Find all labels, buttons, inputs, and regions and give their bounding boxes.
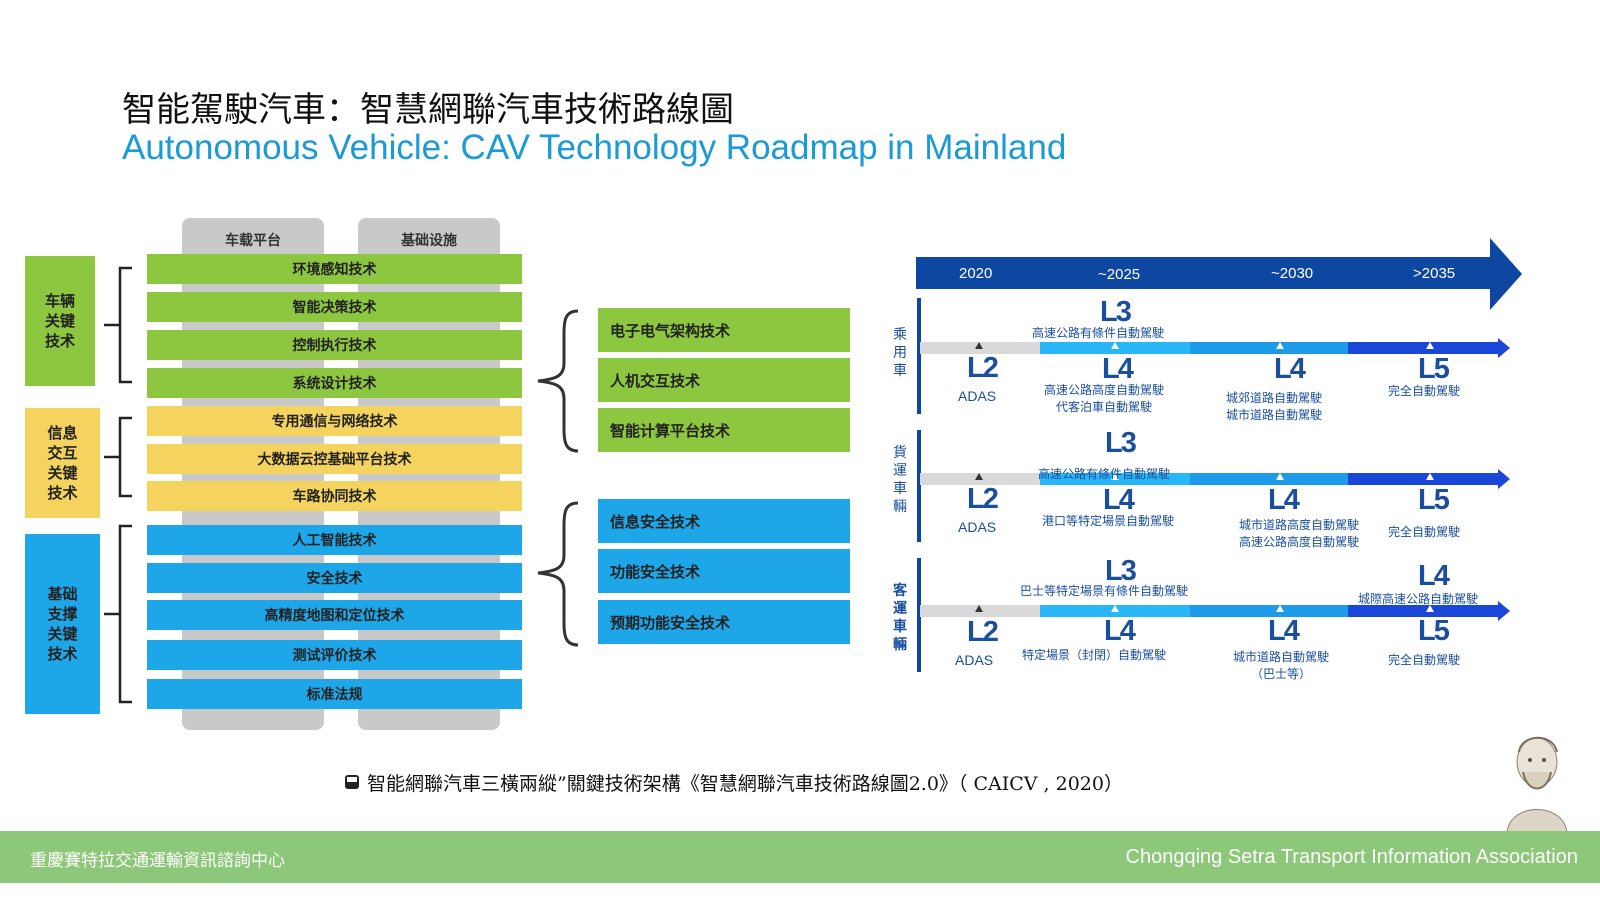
level-l4: L4 <box>1268 615 1300 647</box>
category-brackets <box>104 266 132 704</box>
year-2035: >2035 <box>1413 265 1456 282</box>
year-2020: 2020 <box>959 265 993 282</box>
adas-label: ADAS <box>958 388 997 404</box>
year-2025: ~2025 <box>1098 266 1141 283</box>
caption-text: 智能網聯汽車三橫兩縱”關鍵技術架構《智慧網聯汽車技術路線圖2.0》（ CAICV… <box>367 773 1123 795</box>
level-l3: L3 <box>1105 427 1137 459</box>
bar-big-data-cloud: 大数据云控基础平台技术 <box>147 444 522 474</box>
level-l4: L4 <box>1104 615 1136 647</box>
bar-artificial-intelligence: 人工智能技术 <box>147 525 522 555</box>
footer-org-cn: 重慶賽特拉交通運輸資訊諮詢中心 <box>30 851 285 871</box>
category-info-interaction-tech: 信息 交互 关键 技术 <box>25 408 100 518</box>
milestone-marker <box>975 342 983 349</box>
bus-icon <box>345 775 359 789</box>
adas-label: ADAS <box>958 519 997 535</box>
milestone-marker <box>1426 473 1434 480</box>
level-desc: 城市道路高度自動駕駛 高速公路高度自動駕駛 <box>1239 518 1360 549</box>
level-l3: L3 <box>1105 555 1137 587</box>
level-l5: L5 <box>1418 615 1450 647</box>
milestone-marker <box>975 605 983 612</box>
level-desc: 完全自動駕駛 <box>1388 653 1461 667</box>
level-l4: L4 <box>1418 560 1450 592</box>
row-label-bus: 客 運 車 輛 <box>893 583 907 653</box>
footer-org-en: Chongqing Setra Transport Information As… <box>1125 846 1578 868</box>
bar-vehicle-road-cooperation: 车路协同技术 <box>147 481 522 511</box>
milestone-marker <box>1276 473 1284 480</box>
level-l5: L5 <box>1418 353 1450 385</box>
curly-braces <box>537 309 579 647</box>
row-divider <box>917 558 921 672</box>
category-basic-support-tech: 基础 支撑 关键 技术 <box>25 534 100 714</box>
box-ee-architecture: 电子电气架构技术 <box>598 308 850 352</box>
milestone-marker <box>1426 605 1434 612</box>
level-l2: L2 <box>967 352 999 384</box>
box-sotif: 预期功能安全技术 <box>598 600 850 644</box>
year-2030: ~2030 <box>1271 265 1314 282</box>
milestone-marker <box>1276 342 1284 349</box>
page-title-cn: 智能駕駛汽車：智慧網聯汽車技術路線圖 <box>122 90 734 130</box>
box-hmi: 人机交互技术 <box>598 358 850 402</box>
level-desc: 城市道路自動駕駛 （巴士等） <box>1233 650 1330 681</box>
level-desc: 高速公路有條件自動駕駛 <box>1032 326 1165 340</box>
row-label-passenger: 乘 用 車 <box>893 327 907 379</box>
level-l2: L2 <box>967 483 999 515</box>
bar-intelligent-decision: 智能决策技术 <box>147 292 522 322</box>
page-title-en: Autonomous Vehicle: CAV Technology Roadm… <box>122 128 1067 167</box>
level-desc: 完全自動駕駛 <box>1388 384 1461 398</box>
milestone-marker <box>1276 605 1284 612</box>
column-head-infrastructure: 基础设施 <box>401 233 457 249</box>
milestone-marker <box>1111 605 1119 612</box>
level-l4: L4 <box>1268 484 1300 516</box>
box-information-security: 信息安全技术 <box>598 499 850 543</box>
timeline-arrow <box>916 238 1522 310</box>
level-desc: 高速公路有條件自動駕駛 <box>1038 467 1171 481</box>
bar-testing-evaluation: 测试评价技术 <box>147 640 522 670</box>
box-functional-safety: 功能安全技术 <box>598 549 850 593</box>
bar-dedicated-communication: 专用通信与网络技术 <box>147 406 522 436</box>
row-divider <box>917 430 921 542</box>
track-bus <box>920 601 1510 621</box>
bar-system-design: 系统设计技术 <box>147 368 522 398</box>
row-divider <box>917 298 921 414</box>
level-l4: L4 <box>1102 353 1134 385</box>
level-l4: L4 <box>1274 353 1306 385</box>
box-computing-platform: 智能计算平台技术 <box>598 408 850 452</box>
bar-control-execution: 控制执行技术 <box>147 330 522 360</box>
level-desc: 城郊道路自動駕駛 城市道路自動駕駛 <box>1226 391 1323 422</box>
level-desc: 高速公路高度自動駕駛 代客泊車自動駕駛 <box>1044 383 1165 414</box>
level-desc: 特定場景（封閉）自動駕駛 <box>1022 648 1167 662</box>
milestone-marker <box>1111 473 1119 480</box>
milestone-marker <box>975 473 983 480</box>
portrait-sketch-icon <box>1506 736 1568 832</box>
category-vehicle-tech: 车辆 关键 技术 <box>25 256 95 386</box>
bar-standards-regulations: 标准法规 <box>147 679 522 709</box>
level-l2: L2 <box>967 616 999 648</box>
level-desc: 巴士等特定場景有條件自動駕駛 <box>1020 584 1189 598</box>
bar-safety: 安全技术 <box>147 563 522 593</box>
level-desc: 港口等特定場景自動駕駛 <box>1042 514 1175 528</box>
track-passenger <box>920 338 1510 358</box>
milestone-marker <box>1111 342 1119 349</box>
milestone-marker <box>1426 342 1434 349</box>
bar-environment-perception: 环境感知技术 <box>147 254 522 284</box>
column-head-vehicle: 车载平台 <box>225 233 281 249</box>
level-l4: L4 <box>1103 484 1135 516</box>
footer-bar <box>0 831 1600 883</box>
adas-label: ADAS <box>955 652 994 668</box>
level-l3: L3 <box>1100 296 1132 328</box>
bar-hd-map-positioning: 高精度地图和定位技术 <box>147 600 522 630</box>
level-desc: 城際高速公路自動駕駛 <box>1358 592 1479 606</box>
level-l5: L5 <box>1418 484 1450 516</box>
level-desc: 完全自動駕駛 <box>1388 525 1461 539</box>
figure-caption: 智能網聯汽車三橫兩縱”關鍵技術架構《智慧網聯汽車技術路線圖2.0》（ CAICV… <box>345 769 1123 796</box>
row-label-freight: 貨 運 車 輛 <box>893 445 907 515</box>
